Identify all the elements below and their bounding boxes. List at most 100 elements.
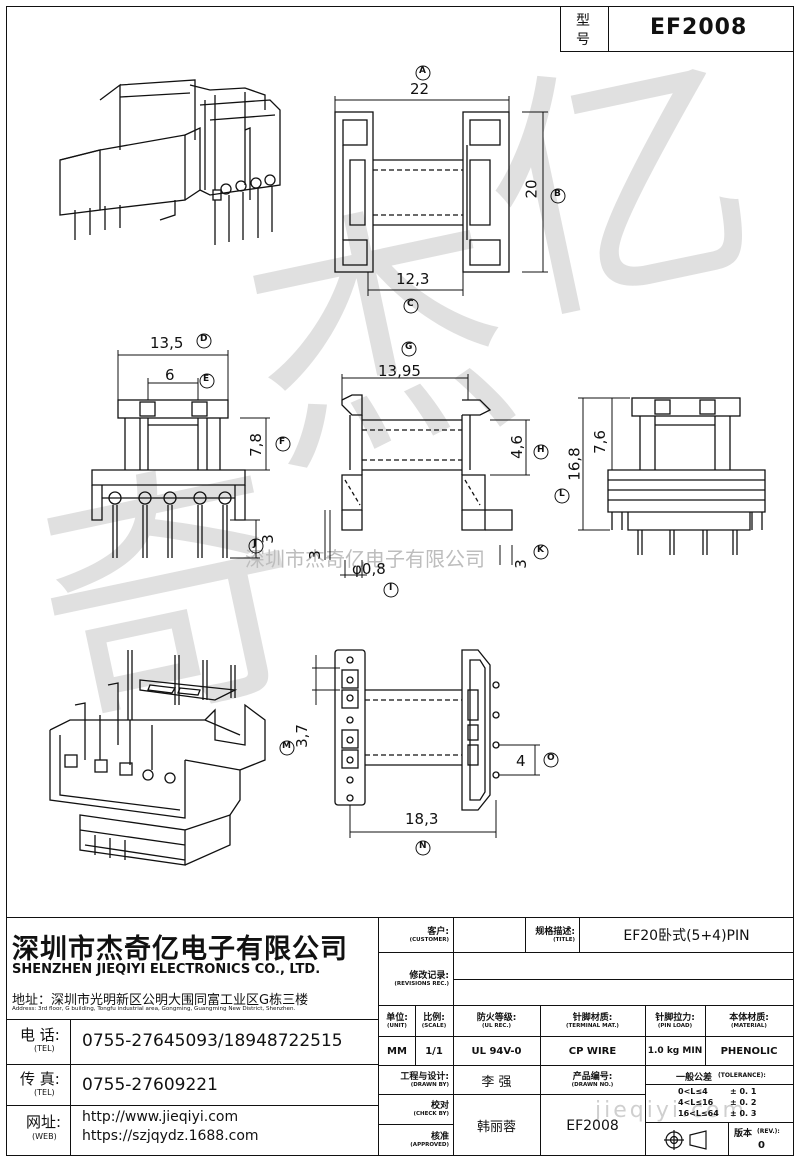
projection-symbol-icon: [664, 1130, 707, 1150]
terminal-label-cell: 针脚材质: (TERMINAL MAT.): [540, 1006, 645, 1036]
web-row-line: [6, 1105, 378, 1106]
r3-v2: [453, 1006, 454, 1156]
dim-letter-f: F: [279, 437, 286, 447]
r3-v1: [415, 1006, 416, 1065]
dim-value-n: 18,3: [405, 810, 439, 828]
drawingno-label-en: (DRAWN NO.): [571, 1081, 614, 1088]
approved-value: 韩丽蓉: [476, 1120, 516, 1135]
ulrec-label-cell: 防火等级: (UL REC.): [453, 1006, 540, 1036]
dim-value-c: 12,3: [396, 270, 430, 288]
dim-letter-m: M: [282, 741, 291, 751]
web-value-1[interactable]: http://www.jieqiyi.com: [82, 1109, 239, 1125]
ulrec-value: UL 94V-0: [471, 1045, 522, 1057]
iso-view-top: [59, 79, 281, 245]
r2-mid: [454, 979, 794, 980]
pinload-label-cn: 针脚拉力:: [655, 1012, 695, 1023]
dim-value-j: 3: [258, 534, 277, 544]
r1-bottom: [379, 952, 794, 953]
company-address-cn: 地址：深圳市光明新区公明大围同富工业区G栋三楼: [12, 993, 309, 1008]
check-label-en: (CHECK BY): [413, 1111, 449, 1117]
scale-value: 1/1: [425, 1045, 443, 1057]
dim-letter-a: A: [419, 66, 426, 76]
r3-bottom: [379, 1065, 794, 1066]
rev-label-cn: 版本: [734, 1129, 753, 1139]
web-label-en: (WEB): [32, 1132, 57, 1141]
dim-value-l: 16,8: [565, 447, 584, 481]
tolerance-label-en: (TOLERANCE):: [718, 1072, 766, 1079]
drawn-label-cn: 工程与设计:: [400, 1071, 449, 1082]
title-value: EF20卧式(5+4)PIN: [623, 928, 750, 944]
tel-row-line: [6, 1019, 378, 1020]
material-value: PHENOLIC: [720, 1045, 778, 1057]
r1-v1: [453, 918, 454, 952]
ulrec-label-en: (UL REC.): [481, 1022, 512, 1029]
r3-v4: [645, 1006, 646, 1156]
unit-label-cell: 单位: (UNIT): [379, 1006, 415, 1036]
watermark-url-text: jieqiyi.com: [595, 1098, 747, 1123]
approved-label-cn: 核准: [430, 1132, 449, 1142]
dim-letter-o: O: [547, 753, 555, 763]
tolerance-line: [645, 1084, 794, 1085]
dim-value-l2: 7,6: [590, 430, 609, 454]
dim-letter-b: B: [554, 189, 561, 199]
title-label-cn: 规格描述:: [535, 926, 575, 937]
web-value-2[interactable]: https://szjqydz.1688.com: [82, 1128, 259, 1144]
drawn-label-en: (DRAWN BY): [410, 1081, 449, 1088]
tolerance-range-3: 16<L≤64: [678, 1109, 719, 1118]
side-view: [324, 374, 530, 578]
model-label-divider: [608, 6, 609, 52]
customer-label-en: (CUSTOMER): [409, 936, 449, 943]
company-name-cn: 深圳市杰奇亿电子有限公司: [12, 934, 348, 965]
contact-label-divider: [70, 1019, 71, 1156]
approved-label-en: (APPROVED): [410, 1142, 449, 1148]
material-label-en: (MATERIAL): [731, 1022, 767, 1029]
revisions-label-cn: 修改记录:: [409, 970, 449, 981]
unit-value: MM: [387, 1045, 407, 1057]
terminal-label-en: (TERMINAL MAT.): [566, 1022, 619, 1029]
tolerance-range-2: 4<L≤16: [678, 1098, 714, 1107]
rev-value: 0: [758, 1140, 765, 1151]
tolerance-value-1: ± 0. 1: [730, 1087, 757, 1096]
dim-letter-c: C: [407, 299, 414, 309]
r3-mid: [379, 1036, 794, 1037]
scale-label-cn: 比例:: [423, 1012, 445, 1023]
iso-view-bottom: [49, 650, 266, 866]
material-label-cell: 本体材质: (MATERIAL): [705, 1006, 793, 1036]
drawingno-label-cell: 产品编号: (DRAWN NO.): [540, 1066, 645, 1094]
grid-left-divider: [378, 917, 379, 1156]
dim-letter-k: K: [537, 545, 544, 555]
dim-value-o: 4: [516, 752, 526, 770]
fax-row-line: [6, 1064, 378, 1065]
r4-line-dno: [540, 1094, 645, 1095]
tolerance-label-cn: 一般公差: [676, 1073, 713, 1083]
dim-value-i: φ0,8: [352, 560, 386, 578]
r1-v3: [579, 918, 580, 952]
pinload-label-en: (PIN LOAD): [657, 1022, 693, 1029]
check-label-cell: 校对 (CHECK BY): [379, 1095, 453, 1124]
fax-label-en: (TEL): [34, 1088, 55, 1097]
company-name-en: SHENZHEN JIEQIYI ELECTRONICS CO., LTD.: [12, 962, 321, 977]
dim-value-m: 3,7: [292, 724, 311, 748]
pinload-value: 1.0 kg MIN: [647, 1046, 703, 1056]
terminal-value: CP WIRE: [568, 1045, 617, 1057]
r5-line-left: [379, 1124, 453, 1125]
technical-drawing: [49, 65, 766, 866]
dim-value-h: 4,6: [507, 435, 526, 459]
dim-letter-g: G: [405, 342, 413, 352]
unit-label-en: (UNIT): [387, 1022, 407, 1029]
model-value: EF2008: [650, 15, 748, 40]
drawingno-value: EF2008: [566, 1117, 619, 1134]
revisions-label-cell: 修改记录: (REVISIONS REC.): [379, 953, 453, 1005]
r3-v5: [705, 1006, 706, 1065]
dim-value-g: 13,95: [378, 362, 421, 380]
drawn-value: 李 强: [481, 1074, 512, 1090]
tel-label-en: (TEL): [34, 1044, 55, 1053]
fax-label-cn: 传 真:: [20, 1070, 60, 1088]
top-view: [334, 96, 548, 296]
tel-label-cn: 电 话:: [20, 1026, 60, 1044]
dim-value-a: 22: [410, 80, 430, 98]
customer-label-cn: 客户:: [427, 926, 449, 937]
unit-label-cn: 单位:: [386, 1012, 408, 1023]
dimension-letter-circles: [196, 65, 570, 856]
